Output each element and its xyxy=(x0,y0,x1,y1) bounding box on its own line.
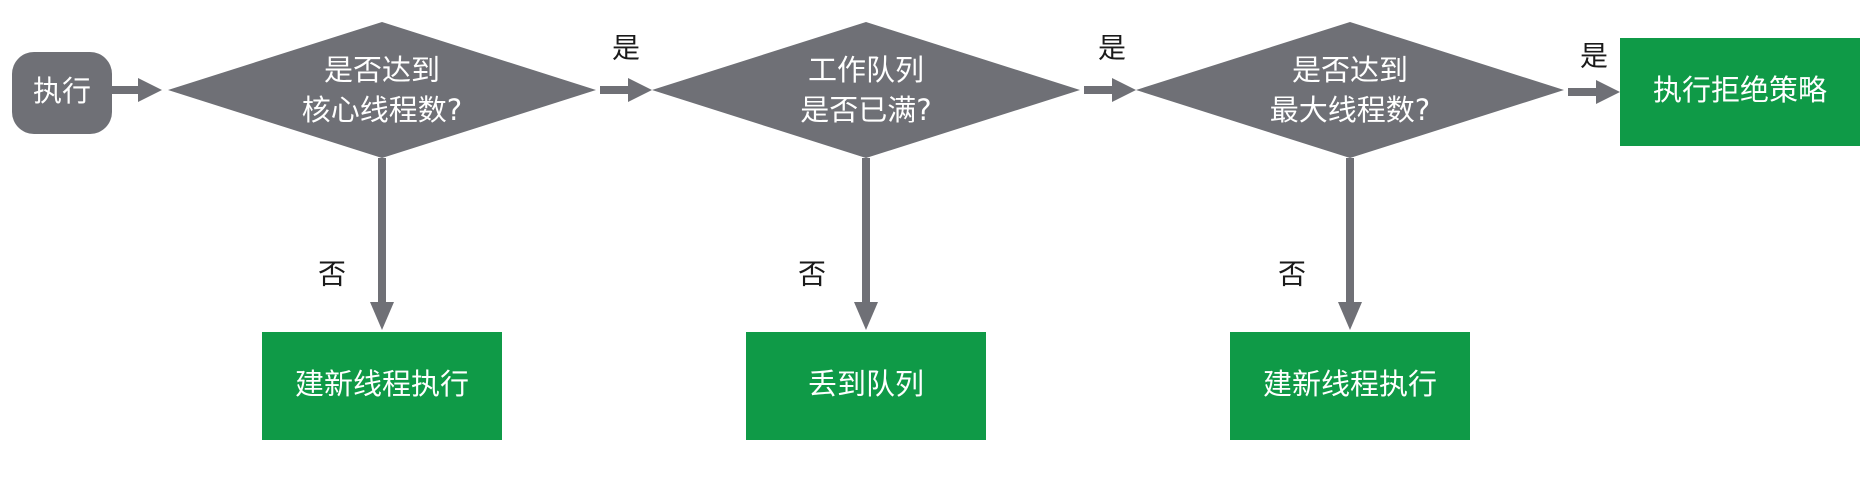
yes-label-1: 是 xyxy=(612,32,640,65)
start-node-label: 执行 xyxy=(33,74,91,108)
arrow-decision-1-to-decision-2 xyxy=(600,78,652,102)
start-node: 执行 xyxy=(12,52,112,134)
action-4-label: 执行拒绝策略 xyxy=(1653,73,1827,107)
decision-2-line2: 是否已满? xyxy=(800,93,931,127)
decision-max-threads: 是否达到 最大线程数? xyxy=(1136,22,1564,158)
decision-3-diamond xyxy=(1136,22,1564,158)
action-4-box xyxy=(1620,38,1860,146)
arrow-decision-2-to-decision-3 xyxy=(1084,78,1136,102)
decision-2-line1: 工作队列 xyxy=(808,53,924,87)
action-3-label: 建新线程执行 xyxy=(1263,367,1437,401)
decision-1-line2: 核心线程数? xyxy=(302,93,462,127)
yes-label-3: 是 xyxy=(1580,40,1608,73)
arrow-decision-2-to-action-2 xyxy=(854,158,878,330)
decision-2-diamond xyxy=(652,22,1080,158)
action-new-thread-2: 建新线程执行 xyxy=(1230,332,1470,440)
decision-3-line1: 是否达到 xyxy=(1292,53,1408,87)
action-2-box xyxy=(746,332,986,440)
action-1-label: 建新线程执行 xyxy=(295,367,469,401)
no-label-1: 否 xyxy=(318,258,346,291)
arrow-start-to-decision-1 xyxy=(112,78,162,102)
start-node-shape xyxy=(12,52,112,134)
action-enqueue: 丢到队列 xyxy=(746,332,986,440)
arrow-decision-3-to-action-3 xyxy=(1338,158,1362,330)
decision-queue-full: 工作队列 是否已满? xyxy=(652,22,1080,158)
decision-1-diamond xyxy=(168,22,596,158)
arrow-decision-3-to-reject xyxy=(1568,80,1620,104)
action-reject-policy: 执行拒绝策略 xyxy=(1620,38,1860,146)
decision-1-line1: 是否达到 xyxy=(324,53,440,87)
action-3-box xyxy=(1230,332,1470,440)
decision-3-line2: 最大线程数? xyxy=(1270,93,1430,127)
arrow-decision-1-to-action-1 xyxy=(370,158,394,330)
action-1-box xyxy=(262,332,502,440)
yes-label-2: 是 xyxy=(1098,32,1126,65)
action-2-label: 丢到队列 xyxy=(808,367,924,401)
action-new-thread-1: 建新线程执行 xyxy=(262,332,502,440)
no-label-2: 否 xyxy=(798,258,826,291)
decision-core-threads: 是否达到 核心线程数? xyxy=(168,22,596,158)
no-label-3: 否 xyxy=(1278,258,1306,291)
